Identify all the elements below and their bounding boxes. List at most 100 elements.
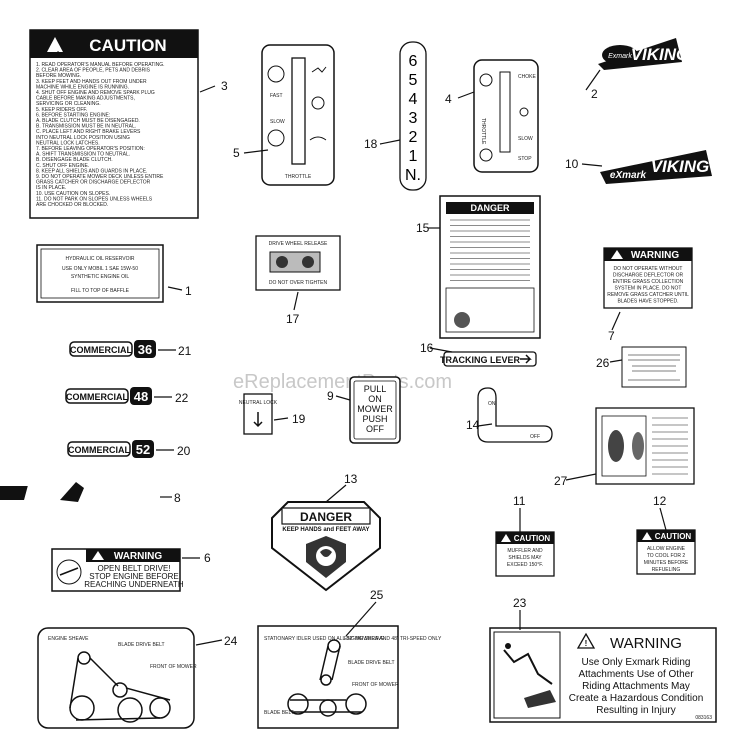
decal-caution-fuel: CAUTION ALLOW ENGINE TO COOL FOR 2 MINUT…: [636, 529, 696, 575]
callout-4: 4: [445, 92, 452, 106]
callout-27: 27: [554, 474, 568, 488]
decal-27: [595, 407, 695, 485]
logo-brand-exmark: Exmark: [608, 53, 632, 60]
callout-14: 14: [466, 418, 480, 432]
muffler-line-3: EXCEED 150°F.: [507, 562, 543, 568]
warning-triangle-icon-7: [611, 250, 623, 259]
turtle-icon: [309, 136, 327, 141]
decal-commercial-52: COMMERCIAL 52: [67, 440, 154, 458]
callout-2: 2: [591, 87, 598, 101]
choke-label: CHOKE: [518, 74, 536, 80]
caution-line: ARE CHOCKED OR BLOCKED.: [36, 202, 108, 208]
hydraulic-line-2: USE ONLY MOBIL 1 SAE 15W-50: [62, 266, 138, 272]
decal-throttle-large: FAST SLOW THROTTLE: [261, 44, 335, 186]
belt25-idler: STATIONARY IDLER USED ON ALL 52" MOWERS …: [264, 636, 442, 642]
callout-9: 9: [327, 389, 334, 403]
throttle-hole-top: [267, 65, 285, 83]
rider-pictogram-icon: [503, 649, 553, 685]
belt-path-25: [290, 645, 362, 713]
decal-warning-deflector: WARNING DO NOT OPERATE WITHOUTDISCHARGE …: [603, 247, 693, 309]
arrow-right-icon: [520, 354, 532, 364]
caution-line: B. TRANSMISSION MUST BE IN NEUTRAL.: [36, 124, 136, 130]
throttle-label: THROTTLE: [285, 174, 312, 180]
decal-belt-diagram-24: ENGINE SHEAVE BLADE DRIVE BELT FRONT OF …: [37, 627, 197, 729]
choke-icon: [311, 96, 325, 110]
belt25-blade-lower: BLADE BELT: [264, 710, 294, 716]
commercial-48-word: COMMERCIAL: [66, 392, 128, 402]
decal-commercial-36: COMMERCIAL 36: [69, 340, 156, 358]
muffler-line-2: SHIELDS MAY: [508, 555, 542, 561]
decal-commercial-48: COMMERCIAL 48: [65, 387, 152, 405]
decal-tracking-lever: TRACKING LEVER: [440, 351, 537, 367]
caution-line: 6. BEFORE STARTING ENGINE:: [36, 112, 110, 118]
gear-char: 1: [409, 148, 418, 165]
caution-muffler-header: CAUTION: [514, 534, 551, 543]
callout-13: 13: [344, 472, 358, 486]
warning-deflector-line: DISCHARGE DEFLECTOR OR: [613, 273, 684, 279]
gear-char: 3: [409, 110, 418, 127]
caution-line: GRASS CATCHER OR DISCHARGE DEFLECTOR: [36, 180, 151, 186]
danger-panel-pictogram: [454, 312, 470, 328]
tracking-lever-text: TRACKING LEVER: [440, 355, 521, 365]
warning-belt-header: WARNING: [114, 551, 163, 562]
caution-line: 7. BEFORE LEAVING OPERATOR'S POSITION:: [36, 146, 145, 152]
callout-7: 7: [608, 329, 615, 343]
logo-viking-stand: Exmark VIKING: [598, 38, 689, 70]
logo-viking-text: VIKING: [631, 45, 690, 64]
logo-viking-text-2: VIKING: [651, 157, 710, 176]
caution-line: 3. KEEP FEET AND HANDS OUT FROM UNDER: [36, 79, 147, 85]
caution-line: B. DISENGAGE BLADE CLUTCH.: [36, 157, 113, 163]
decal-throttle-small: CHOKE THROTTLE SLOW STOP: [473, 59, 539, 173]
choke-small-icon: [519, 107, 529, 117]
danger-hex-sub: KEEP HANDS and FEET AWAY: [282, 527, 369, 533]
warning-deflector-line: SYSTEM IN PLACE. DO NOT: [615, 286, 682, 292]
warning-belt-line-2: STOP ENGINE BEFORE: [89, 572, 179, 581]
decal-warning-riding: ! WARNING Use Only Exmark Riding Attachm…: [489, 627, 717, 723]
warning-belt-line-3: REACHING UNDERNEATH: [84, 580, 184, 589]
fuel-line-4: REFUELING: [652, 567, 681, 573]
callout-20: 20: [177, 444, 191, 458]
logo-trivantage: TriVantage: [0, 482, 150, 502]
neutral-lock-text: NEUTRAL LOCK: [239, 400, 278, 406]
caution-line: CABLE BEFORE MAKING ADJUSTMENTS,: [36, 96, 135, 102]
gear-char: 5: [409, 72, 418, 89]
decal-pull-mower: PULL ON MOWER PUSH OFF: [349, 376, 401, 444]
callout-18: 18: [364, 137, 378, 151]
commercial-48-size: 48: [134, 389, 148, 404]
arrow-down-icon: [253, 412, 263, 428]
decal-warning-belt: WARNING OPEN BELT DRIVE! STOP ENGINE BEF…: [51, 548, 184, 592]
caution-line: NEUTRAL LOCK LATCHES.: [36, 140, 100, 146]
commercial-52-size: 52: [136, 442, 150, 457]
svg-text:!: !: [57, 51, 59, 58]
caution-line: 8. KEEP ALL SHIELDS AND GUARDS IN PLACE.: [36, 168, 147, 174]
danger-panel-header: DANGER: [470, 203, 510, 213]
throttle-small-label: THROTTLE: [480, 118, 486, 145]
caution-line: 10. USE CAUTION ON SLOPES.: [36, 191, 110, 197]
gear-char: 2: [409, 129, 418, 146]
warning-riding-line-5: Resulting in Injury: [596, 705, 675, 716]
warning-triangle-icon-23: [576, 632, 596, 649]
commercial-36-size: 36: [138, 342, 152, 357]
commercial-52-word: COMMERCIAL: [68, 445, 130, 455]
callout-16: 16: [420, 341, 434, 355]
caution-fuel-header: CAUTION: [655, 532, 692, 541]
pull-line-5: OFF: [366, 424, 384, 434]
caution-line: MACHINE WHILE ENGINE IS RUNNING.: [36, 84, 129, 90]
caution-line: A. SHIFT TRANSMISSION TO NEUTRAL.: [36, 152, 130, 158]
warning-riding-header: WARNING: [610, 635, 682, 652]
decal-hydraulic-oil: HYDRAULIC OIL RESERVOIR USE ONLY MOBIL 1…: [36, 244, 164, 303]
throttle-hole-bottom: [267, 129, 285, 147]
caution-line: BEFORE MOWING.: [36, 73, 81, 79]
callout-1: 1: [185, 284, 192, 298]
gear-char: 4: [409, 91, 418, 108]
caution-line: 4. SHUT OFF ENGINE AND REMOVE SPARK PLUG: [36, 90, 155, 96]
belt-path: [69, 657, 171, 721]
commercial-36-word: COMMERCIAL: [70, 345, 132, 355]
callout-26: 26: [596, 356, 610, 370]
caution-triangle-icon-11: [501, 534, 511, 542]
callout-5: 5: [233, 146, 240, 160]
warning-deflector-header: WARNING: [631, 250, 680, 261]
callout-17: 17: [286, 312, 300, 326]
warning-riding-line-2: Attachments Use of Other: [578, 669, 694, 680]
caution-line: C. SHUT OFF ENGINE.: [36, 163, 89, 169]
